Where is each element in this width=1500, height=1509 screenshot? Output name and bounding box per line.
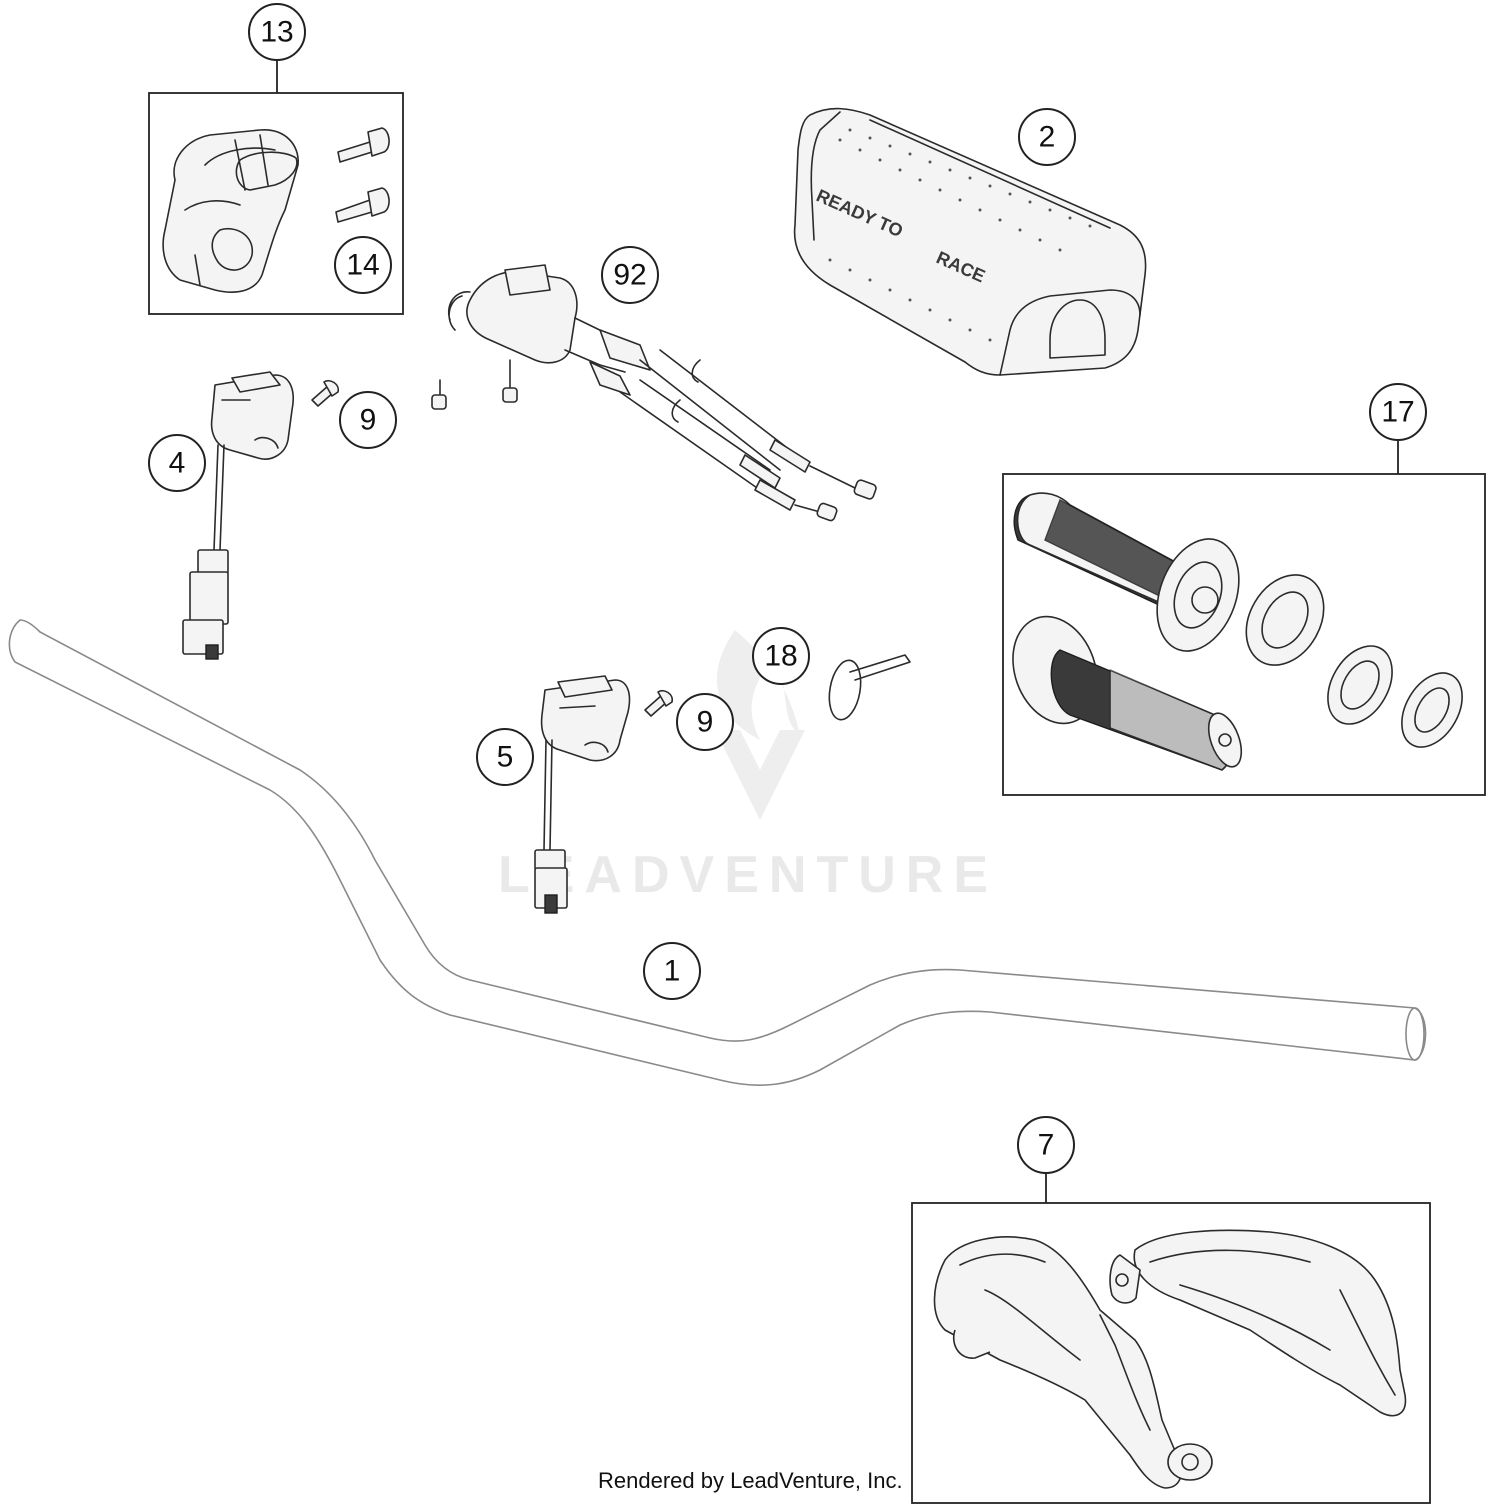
left-handguard-part: [933, 1236, 1213, 1489]
callout-17: 17: [1369, 383, 1427, 441]
callout-9-left-label: 9: [360, 404, 377, 437]
callout-92: 92: [601, 246, 659, 304]
box-7: [911, 1202, 1431, 1504]
screw-9-right: [644, 689, 674, 717]
left-switch-part: [182, 371, 294, 660]
bar-pad-part: READY TO RACE: [793, 107, 1147, 376]
cable-tie-part: [828, 654, 911, 721]
callout-9-right: 9: [676, 693, 734, 751]
right-handguard-part: [1109, 1229, 1407, 1417]
callout-14-label: 14: [346, 249, 379, 282]
callout-14: 14: [334, 236, 392, 294]
right-grip-part: [1012, 615, 1243, 771]
callout-7: 7: [1017, 1116, 1075, 1174]
throttle-housing-kit: [148, 60, 404, 315]
watermark-logo-icon: [715, 630, 805, 820]
watermark: LEADVENTURE: [498, 630, 998, 904]
cam-ring-part: [1245, 574, 1325, 666]
box-17: [1002, 473, 1486, 796]
callout-4-label: 4: [169, 447, 186, 480]
callout-5: 5: [476, 728, 534, 786]
callout-2-label: 2: [1039, 121, 1056, 154]
right-switch-part: [534, 675, 631, 914]
screw-part: [335, 127, 390, 223]
render-credit: Rendered by LeadVenture, Inc.: [598, 1468, 903, 1493]
handlebar-part: [8, 619, 1427, 1086]
callout-1-label: 1: [664, 955, 681, 988]
callout-13-label: 13: [260, 16, 293, 49]
lock-ring-part: [1327, 645, 1463, 748]
throttle-housing-part: [162, 129, 299, 293]
callout-4: 4: [148, 434, 206, 492]
callout-18: 18: [752, 627, 810, 685]
pad-texture: [828, 128, 1092, 342]
callout-13: 13: [248, 3, 306, 61]
callout-17-label: 17: [1381, 396, 1414, 429]
callout-9-right-label: 9: [697, 706, 714, 739]
callout-1: 1: [643, 942, 701, 1000]
throttle-cable-part: [431, 264, 877, 522]
screw-9-left: [311, 379, 340, 407]
callout-2: 2: [1018, 108, 1076, 166]
box-13: [148, 92, 404, 315]
callout-5-label: 5: [497, 741, 514, 774]
watermark-text: LEADVENTURE: [498, 846, 998, 904]
callout-7-label: 7: [1038, 1129, 1055, 1162]
grip-set-kit: [1002, 440, 1486, 796]
handguard-kit: [911, 1173, 1431, 1504]
callout-18-label: 18: [764, 640, 797, 673]
callout-9-left: 9: [339, 391, 397, 449]
callout-92-label: 92: [613, 259, 646, 292]
left-grip-part: [1013, 492, 1240, 652]
